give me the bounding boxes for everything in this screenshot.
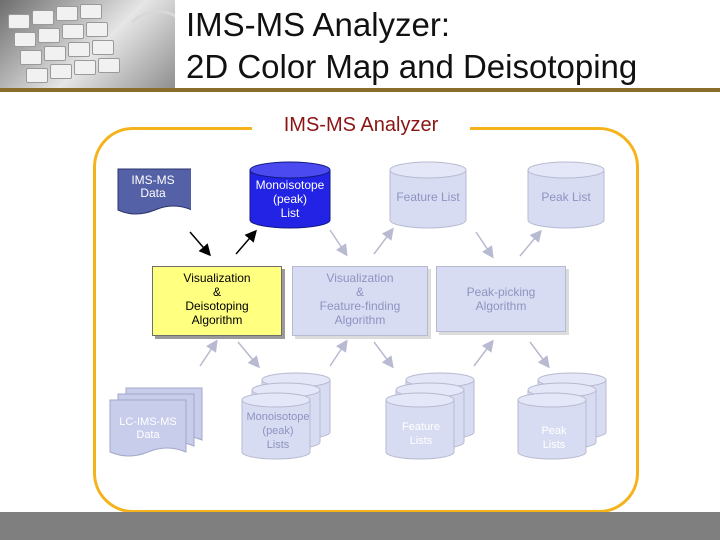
lc-ims-ms-data-label: LC-IMS-MS Data	[119, 416, 177, 441]
arrow-featlists-to-peakpick	[473, 339, 494, 367]
ims-ms-data-document: IMS-MS Data	[115, 166, 191, 215]
peak-list-database: Peak List	[524, 160, 608, 230]
feature-lists-label: Feature Lists	[402, 421, 440, 447]
arrow-peakpick-to-peak	[519, 229, 542, 257]
ims-ms-data-label: IMS-MS Data	[131, 173, 175, 200]
vis-feature-finding-process: Visualization & Feature-finding Algorith…	[292, 266, 428, 336]
arrow-peakpick-to-peaklists	[529, 341, 550, 369]
peak-lists-label: Peak Lists	[541, 425, 567, 451]
arrow-visff-to-featlists	[373, 341, 394, 369]
arrow-data-to-vis	[189, 231, 211, 257]
arrow-monolists-to-visff	[329, 339, 348, 367]
arrow-visff-to-feat	[373, 227, 394, 255]
monoisotope-lists-database: Monoisotope (peak) Lists	[240, 370, 340, 464]
title-area	[175, 0, 720, 92]
frame-title: IMS-MS Analyzer	[252, 110, 470, 140]
arrow-lc-to-vis	[199, 339, 218, 367]
feature-list-label: Feature List	[396, 190, 460, 204]
lc-ims-ms-data-documents: LC-IMS-MS Data	[108, 386, 204, 460]
arrow-vis-to-mono	[235, 229, 257, 255]
header-rule	[0, 88, 720, 92]
monoisotope-list-database: Monoisotope (peak) List	[246, 160, 334, 230]
monoisotope-list-label: Monoisotope (peak) List	[255, 178, 325, 220]
feature-list-database: Feature List	[386, 160, 470, 230]
arrow-feat-to-peakpick	[475, 231, 494, 259]
vis-deisotoping-process: Visualization & Deisotoping Algorithm	[152, 266, 282, 336]
monoisotope-lists-label: Monoisotope (peak) Lists	[246, 411, 310, 451]
peak-list-label: Peak List	[541, 190, 591, 204]
footer-bar	[0, 512, 720, 540]
slide-title-line-1: IMS-MS Analyzer:	[186, 6, 451, 43]
feature-lists-database: Feature Lists	[384, 370, 484, 464]
peak-lists-database: Peak Lists	[516, 370, 616, 464]
keyboard-photo	[0, 0, 175, 92]
arrow-mono-to-visff	[329, 229, 348, 257]
slide-title-line-2: 2D Color Map and Deisotoping	[186, 48, 638, 85]
arrow-vis-to-monolists	[237, 341, 260, 369]
peak-picking-process: Peak-picking Algorithm	[436, 266, 566, 332]
slide-header: IMS-MS Analyzer: 2D Color Map and Deisot…	[0, 0, 720, 92]
